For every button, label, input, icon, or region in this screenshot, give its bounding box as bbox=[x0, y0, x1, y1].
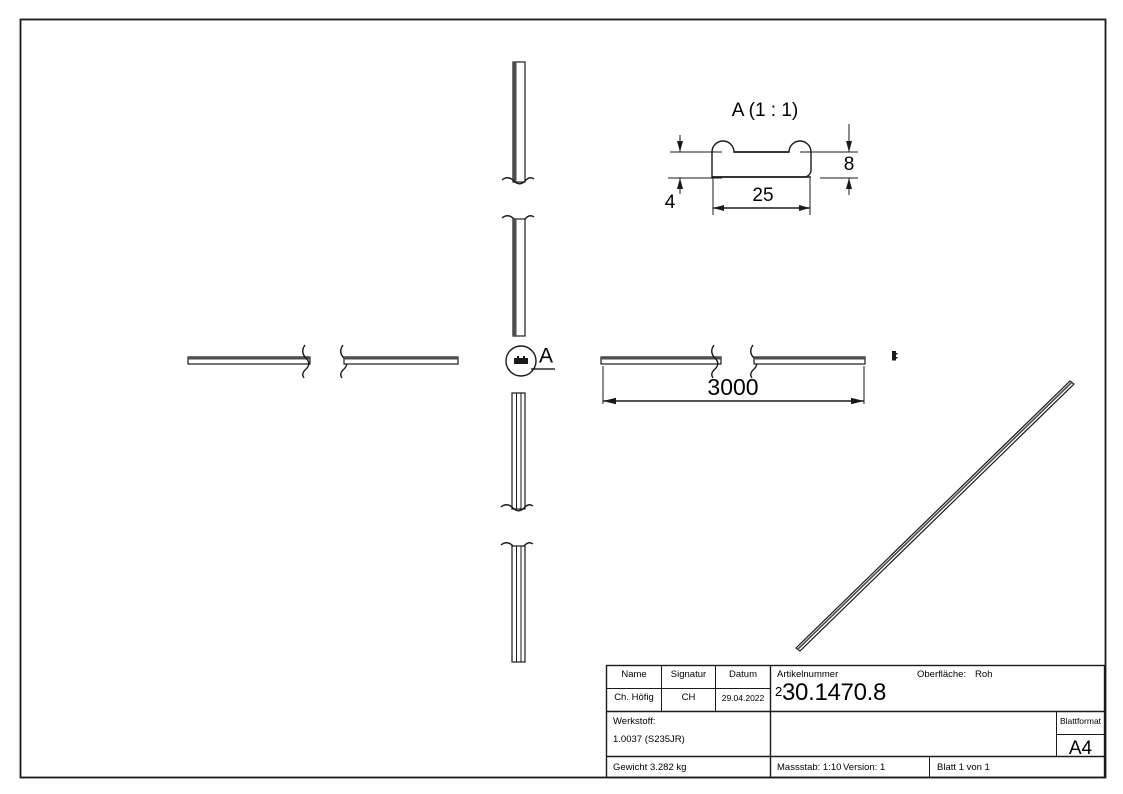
break-line bbox=[711, 344, 719, 379]
vertical-view-bottom-lower bbox=[500, 542, 534, 663]
main-view-right bbox=[750, 344, 866, 379]
dimension-25: 25 bbox=[713, 185, 810, 211]
dim-length-label: 3000 bbox=[707, 374, 758, 400]
dim-8-label: 8 bbox=[844, 154, 855, 175]
profile-cross-section bbox=[711, 140, 812, 178]
break-line bbox=[501, 177, 535, 185]
dimension-3000: 3000 bbox=[602, 366, 865, 405]
vertical-view-top-lower bbox=[501, 215, 535, 337]
main-view-end-profile-icon bbox=[892, 351, 898, 361]
vertical-view-top bbox=[501, 61, 535, 185]
section-marker: A bbox=[505, 345, 555, 377]
main-view-left bbox=[600, 344, 722, 379]
dimension-8: 8 bbox=[800, 124, 858, 195]
dimension-4: 4 bbox=[665, 135, 722, 213]
horizontal-view-left-right-seg bbox=[340, 344, 459, 379]
sheet-border bbox=[19, 18, 1107, 779]
title-block bbox=[605, 664, 1106, 779]
break-line bbox=[302, 344, 310, 379]
section-title: A (1 : 1) bbox=[732, 100, 799, 121]
break-line bbox=[500, 504, 534, 512]
profile-glyph-icon bbox=[514, 356, 528, 364]
vertical-view-bottom-upper bbox=[500, 392, 534, 512]
horizontal-view-left bbox=[187, 344, 311, 379]
isometric-view bbox=[795, 380, 1075, 652]
section-letter: A bbox=[539, 345, 553, 368]
section-detail-a: A (1 : 1) 25 bbox=[665, 100, 858, 215]
dim-25-label: 25 bbox=[752, 185, 773, 206]
dim-4-label: 4 bbox=[665, 192, 676, 213]
